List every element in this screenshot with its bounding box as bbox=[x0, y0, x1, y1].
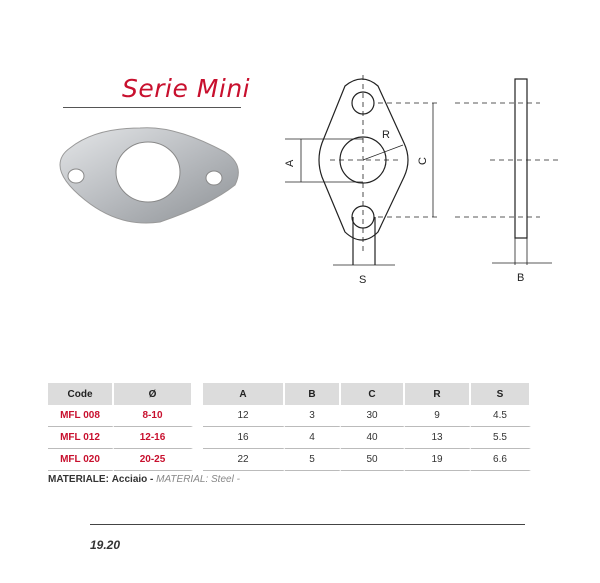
dimensions-table: Code Ø A B C R S MFL 008 8-10 12 3 30 9 … bbox=[48, 383, 531, 471]
cell-r: 9 bbox=[405, 405, 471, 427]
cell-c: 50 bbox=[341, 449, 405, 471]
table-row: MFL 012 12-16 16 4 40 13 5.5 bbox=[48, 427, 531, 449]
cell-s: 4.5 bbox=[471, 405, 531, 427]
cell-r: 19 bbox=[405, 449, 471, 471]
header-b: B bbox=[285, 383, 341, 405]
header-s: S bbox=[471, 383, 531, 405]
series-title: Serie Mini bbox=[122, 74, 251, 103]
header-c: C bbox=[341, 383, 405, 405]
technical-drawing-front bbox=[285, 75, 560, 266]
cell-code: MFL 020 bbox=[48, 449, 114, 471]
cell-diameter: 20-25 bbox=[114, 449, 193, 471]
cell-code: MFL 012 bbox=[48, 427, 114, 449]
cell-diameter: 12-16 bbox=[114, 427, 193, 449]
cell-r: 13 bbox=[405, 427, 471, 449]
cell-diameter: 8-10 bbox=[114, 405, 193, 427]
cell-a: 22 bbox=[203, 449, 285, 471]
technical-drawing-side bbox=[492, 78, 552, 265]
title-underline bbox=[63, 107, 241, 108]
table-row: MFL 008 8-10 12 3 30 9 4.5 bbox=[48, 405, 531, 427]
material-value-en: MATERIAL: Steel - bbox=[156, 474, 240, 485]
dimension-label-r: R bbox=[382, 129, 390, 141]
material-label: MATERIALE: bbox=[48, 474, 109, 485]
table-header-row: Code Ø A B C R S bbox=[48, 383, 531, 405]
cell-s: 5.5 bbox=[471, 427, 531, 449]
cell-code: MFL 008 bbox=[48, 405, 114, 427]
header-r: R bbox=[405, 383, 471, 405]
cell-c: 40 bbox=[341, 427, 405, 449]
table-row: MFL 020 20-25 22 5 50 19 6.6 bbox=[48, 449, 531, 471]
cell-c: 30 bbox=[341, 405, 405, 427]
cell-a: 12 bbox=[203, 405, 285, 427]
material-note: MATERIALE: Acciaio - MATERIAL: Steel - bbox=[48, 474, 240, 485]
page-number: 19.20 bbox=[90, 538, 121, 552]
dimension-label-c: C bbox=[417, 157, 429, 165]
header-a: A bbox=[203, 383, 285, 405]
header-diameter: Ø bbox=[114, 383, 193, 405]
dimension-label-a: A bbox=[284, 159, 296, 167]
cell-s: 6.6 bbox=[471, 449, 531, 471]
dimension-label-s: S bbox=[359, 274, 366, 286]
footer-divider bbox=[90, 524, 525, 525]
header-code: Code bbox=[48, 383, 114, 405]
cell-b: 5 bbox=[285, 449, 341, 471]
cell-a: 16 bbox=[203, 427, 285, 449]
dimension-label-b: B bbox=[517, 272, 524, 284]
material-value-it: Acciaio - bbox=[111, 474, 154, 485]
cell-b: 4 bbox=[285, 427, 341, 449]
flange-photo bbox=[59, 127, 239, 224]
cell-b: 3 bbox=[285, 405, 341, 427]
